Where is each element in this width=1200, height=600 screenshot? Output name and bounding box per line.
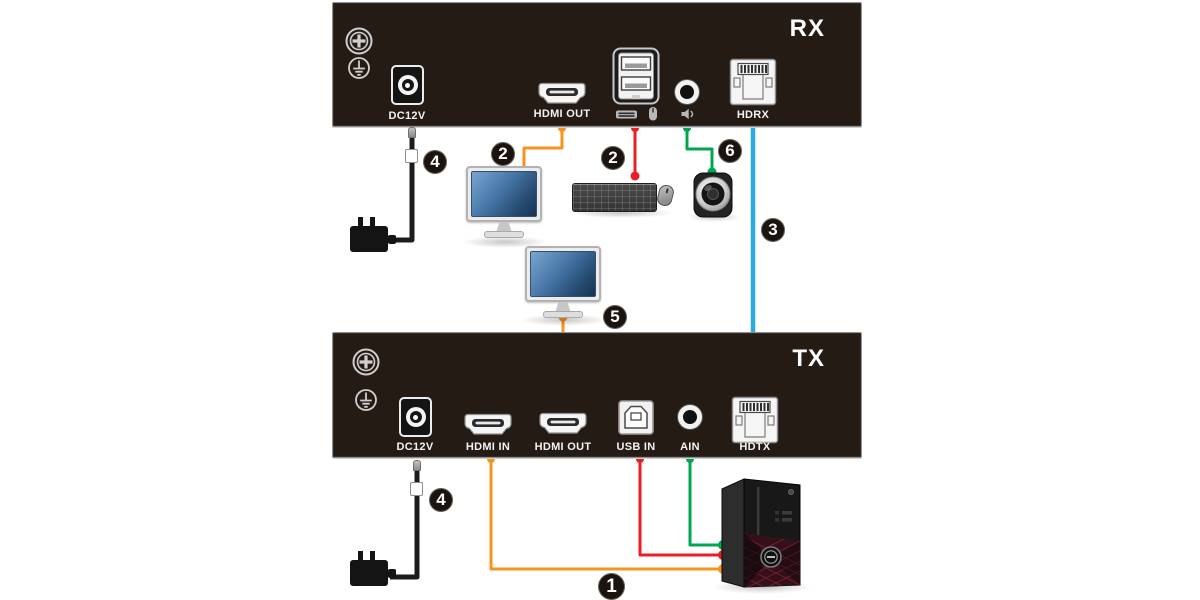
dc-plug-tip [413,460,421,471]
power-adapter-rx [350,217,396,252]
tx-hdmi-in-port [464,413,512,435]
cable-clip [405,149,418,163]
device-pc-tower [721,478,801,588]
tx-hdtx-port [731,396,779,444]
cable-rx-power [390,133,415,243]
cable-pc-to-tx-usb-in [638,459,722,557]
badge-rx-power: 4 [423,150,447,174]
rx-usb-ports [612,47,660,105]
badge-tx-power: 4 [429,488,453,512]
badge-tx-local-monitor: 5 [603,305,627,329]
rx-audio-out-jack [675,80,699,104]
cable-pc-to-tx-ain [688,459,722,547]
cable-rx-audio-to-speaker [685,127,714,171]
dc-plug-tip [408,127,416,138]
rx-hdmi-out-label: HDMI OUT [533,108,591,120]
cable-dot [630,171,640,181]
cable-pc-to-tx-hdmi-in [489,459,722,571]
shadow [570,208,674,218]
tx-hdmi-out-label: HDMI OUT [534,441,592,453]
tx-hdmi-in-label: HDMI IN [465,441,511,453]
tx-ain-label: AIN [680,441,700,453]
cable-rx-hdmi-to-monitor [522,127,564,170]
rx-dc12v-port [391,65,424,105]
screw-icon [352,348,380,376]
tx-usb-in-label: USB IN [616,441,656,453]
power-adapter-tx [350,551,396,586]
badge-pc-source: 1 [598,573,625,600]
rx-hdrx-port [729,58,777,106]
tx-dc12v-label: DC12V [396,441,434,453]
device-keyboard [572,183,657,212]
rx-title: RX [789,15,825,42]
tx-title: TX [792,345,825,372]
cable-clip [410,482,423,496]
rx-hdrx-label: HDRX [736,109,770,121]
rx-hdmi-out-port [538,82,586,104]
rx-dc12v-label: DC12V [388,110,426,122]
tx-unit-rear-panel: TX [332,332,862,458]
screw-icon [345,27,373,55]
device-speaker [693,172,733,218]
tx-ain-jack [678,405,702,429]
badge-rx-speaker: 6 [718,139,742,163]
tx-dc12v-port [399,397,432,437]
tx-usb-in-port [618,400,654,435]
cable-tx-power [390,466,420,580]
badge-link-cable: 3 [761,218,785,242]
tx-hdmi-out-port [539,412,587,434]
speaker-icon [681,108,694,120]
badge-rx-monitor: 2 [491,142,515,166]
ground-icon [355,389,377,411]
ground-icon [348,57,370,79]
tx-hdtx-label: HDTX [739,441,771,453]
keyboard-mouse-icons [616,107,657,121]
badge-rx-keyboard-mouse: 2 [601,146,625,170]
